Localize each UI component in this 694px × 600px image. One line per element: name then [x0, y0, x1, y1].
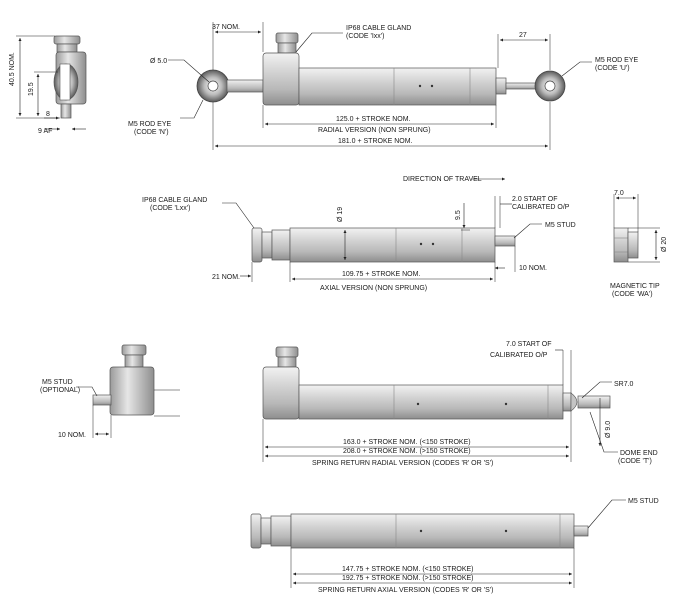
spring-radial-dim-10: 10 NOM.	[58, 432, 86, 439]
spring-axial-version-view: M5 STUD 147.75 + STROKE NOM. (<150 STROK…	[250, 498, 659, 594]
dim-8: 8	[46, 111, 50, 118]
spring-radial-dim-208: 208.0 + STROKE NOM. (>150 STROKE)	[343, 448, 471, 455]
radial-sensor-body	[196, 32, 566, 106]
direction-of-travel: DIRECTION OF TRAVEL	[403, 176, 482, 183]
axial-dim-21-nom: 21 NOM.	[212, 274, 240, 281]
spring-axial-dim-147: 147.75 + STROKE NOM. (<150 STROKE)	[342, 566, 474, 573]
dim-9-5: 9.5	[455, 210, 462, 220]
spring-stud-line2: (OPTIONAL)	[40, 387, 80, 394]
magnetic-tip-line1: MAGNETIC TIP	[610, 283, 660, 290]
dim-40-5-nom: 40.5 NOM.	[9, 52, 16, 86]
spring-axial-caption: SPRING RETURN AXIAL VERSION (CODES 'R' O…	[318, 587, 493, 594]
axial-dim-10-nom: 10 NOM.	[519, 265, 547, 272]
axial-m5-stud: M5 STUD	[545, 222, 576, 229]
dim-27: 27	[519, 32, 527, 39]
spring-axial-m5-stud: M5 STUD	[628, 498, 659, 505]
spring-axial-dim-192: 192.75 + STROKE NOM. (>150 STROKE)	[342, 575, 474, 582]
spring-stud-line1: M5 STUD	[42, 379, 73, 386]
spring-radial-version-view: M5 STUD (OPTIONAL) 10 NOM. 7.0 START OF …	[40, 341, 658, 467]
cable-gland-lxx-line2: (CODE 'Lxx')	[150, 205, 190, 212]
dim-19-5: 19.5	[28, 82, 35, 96]
dome-end-line1: DOME END	[620, 450, 658, 457]
magnetic-dia-20: Ø 20	[661, 237, 668, 252]
spring-radial-dim-163: 163.0 + STROKE NOM. (<150 STROKE)	[343, 439, 471, 446]
dia-5: Ø 5.0	[150, 58, 167, 65]
cable-gland-ixx-line1: IP68 CABLE GLAND	[346, 25, 411, 32]
rod-eye-u-line2: (CODE 'U')	[595, 65, 630, 72]
cable-gland-ixx-line2: (CODE 'Ixx')	[346, 33, 384, 40]
dia-19: Ø 19	[337, 207, 344, 222]
spring-radial-sensor-body	[262, 346, 611, 420]
dim-37-nom: 37 NOM.	[212, 24, 240, 31]
rod-eye-n-line2: (CODE 'N')	[134, 129, 169, 136]
cable-gland-lxx-line1: IP68 CABLE GLAND	[142, 197, 207, 204]
magnetic-tip-view: 7.0 Ø 20 MAGNETIC TIP (CODE 'WA')	[610, 190, 668, 298]
spring-cal-line2: CALIBRATED O/P	[490, 352, 548, 359]
magnetic-dim-7: 7.0	[614, 190, 624, 197]
axial-dim-109-75: 109.75 + STROKE NOM.	[342, 271, 420, 278]
spring-dia-9: Ø 9.0	[605, 421, 612, 438]
dome-end-line2: (CODE 'T')	[618, 458, 652, 465]
dim-125-stroke: 125.0 + STROKE NOM.	[336, 116, 411, 123]
axial-cal-line2: CALIBRATED O/P	[512, 204, 570, 211]
axial-caption: AXIAL VERSION (NON SPRUNG)	[320, 285, 427, 292]
magnetic-tip-line2: (CODE 'WA')	[612, 291, 653, 298]
dim-9-af: 9 AF	[38, 128, 52, 135]
spring-radial-side-view	[92, 344, 180, 417]
axial-version-view: DIRECTION OF TRAVEL IP68 CABLE GLAND (CO…	[142, 176, 576, 292]
axial-cal-line1: 2.0 START OF	[512, 196, 558, 203]
spring-axial-sensor-body	[250, 513, 589, 549]
rod-eye-u-line1: M5 ROD EYE	[595, 57, 639, 64]
spring-sr-7: SR7.0	[614, 381, 634, 388]
rod-eye-n-line1: M5 ROD EYE	[128, 121, 172, 128]
radial-caption: RADIAL VERSION (NON SPRUNG)	[318, 127, 431, 134]
radial-version-view: 40.5 NOM. 19.5 8 9 AF	[9, 22, 639, 150]
spring-radial-caption: SPRING RETURN RADIAL VERSION (CODES 'R' …	[312, 460, 493, 467]
axial-sensor-body	[251, 227, 516, 263]
radial-side-view	[53, 35, 87, 119]
spring-cal-line1: 7.0 START OF	[506, 341, 552, 348]
dim-181-stroke: 181.0 + STROKE NOM.	[338, 138, 413, 145]
